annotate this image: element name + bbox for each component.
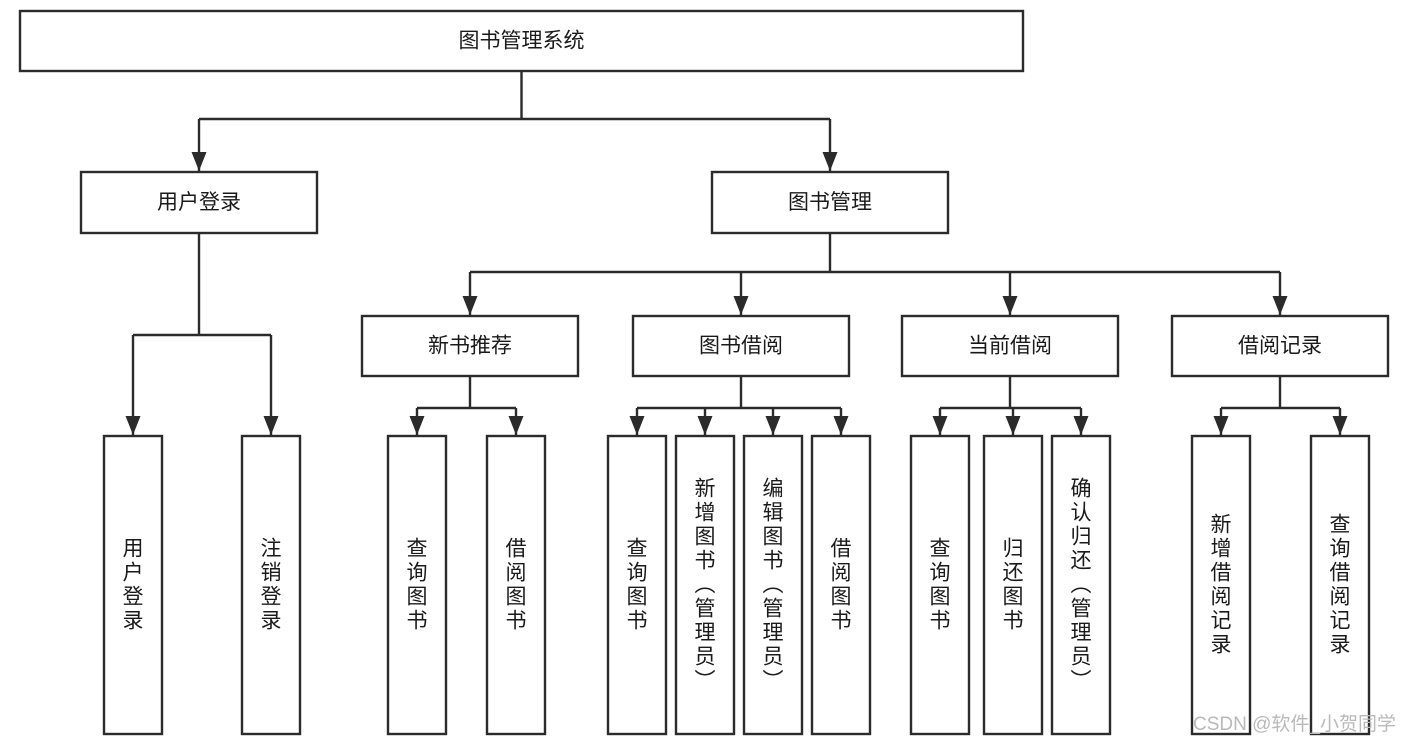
- watermark-label: CSDN @软件_小贺同学: [1193, 713, 1396, 735]
- node-label-leaf-return-book: 归还图书: [1003, 538, 1024, 633]
- node-leaf-query-book-2[interactable]: 查询图书: [606, 434, 668, 736]
- node-label-user-login: 用户登录: [157, 191, 241, 214]
- arrow-to-leaf-query-book-1: [409, 416, 425, 435]
- node-leaf-borrow-book-2[interactable]: 借阅图书: [810, 434, 872, 736]
- node-label-leaf-add-record: 新增借阅记录: [1211, 514, 1232, 657]
- node-current-borrow[interactable]: 当前借阅: [900, 314, 1120, 378]
- node-label-leaf-edit-book: 编辑图书︵管理员︶: [763, 478, 784, 693]
- node-label-book-borrow: 图书借阅: [699, 335, 783, 358]
- node-leaf-add-record[interactable]: 新增借阅记录: [1190, 434, 1252, 736]
- node-box-book-borrow[interactable]: [631, 314, 851, 378]
- arrow-to-leaf-query-record: [1332, 416, 1348, 435]
- node-box-new-book-rec[interactable]: [360, 314, 580, 378]
- node-box-leaf-query-book-2[interactable]: [606, 434, 668, 736]
- node-box-current-borrow[interactable]: [900, 314, 1120, 378]
- node-leaf-query-record[interactable]: 查询借阅记录: [1309, 434, 1371, 736]
- node-box-book-manage[interactable]: [710, 170, 950, 235]
- node-label-borrow-record: 借阅记录: [1238, 335, 1322, 358]
- arrow-to-leaf-query-book-2: [629, 416, 645, 435]
- node-new-book-rec[interactable]: 新书推荐: [360, 314, 580, 378]
- node-book-borrow[interactable]: 图书借阅: [631, 314, 851, 378]
- connector-links: [125, 71, 1348, 435]
- node-box-leaf-borrow-book-2[interactable]: [810, 434, 872, 736]
- node-box-leaf-query-record[interactable]: [1309, 434, 1371, 736]
- node-box-leaf-borrow-book-1[interactable]: [485, 434, 547, 736]
- node-label-leaf-query-book-1: 查询图书: [407, 538, 428, 633]
- node-label-root: 图书管理系统: [459, 30, 585, 53]
- node-label-leaf-confirm-return: 确认归还︵管理员︶: [1071, 478, 1092, 693]
- node-label-leaf-query-book-3: 查询图书: [930, 538, 951, 633]
- arrow-to-leaf-borrow-book-2: [833, 416, 849, 435]
- arrow-to-leaf-return-book: [1005, 416, 1021, 435]
- node-leaf-user-logout[interactable]: 注销登录: [240, 434, 302, 736]
- node-user-login[interactable]: 用户登录: [79, 170, 319, 235]
- node-label-new-book-rec: 新书推荐: [428, 335, 512, 358]
- node-book-manage[interactable]: 图书管理: [710, 170, 950, 235]
- node-leaf-borrow-book-1[interactable]: 借阅图书: [485, 434, 547, 736]
- node-box-leaf-user-logout[interactable]: [240, 434, 302, 736]
- node-box-leaf-edit-book[interactable]: [742, 434, 804, 736]
- node-label-book-manage: 图书管理: [788, 191, 872, 214]
- node-box-root[interactable]: [18, 9, 1025, 73]
- arrow-to-leaf-user-logout: [263, 416, 279, 435]
- arrow-to-leaf-user-login: [125, 416, 141, 435]
- arrow-to-book-borrow: [733, 296, 749, 315]
- arrow-to-new-book-rec: [462, 296, 478, 315]
- node-leaf-query-book-3[interactable]: 查询图书: [909, 434, 971, 736]
- node-boxes: 图书管理系统用户登录图书管理新书推荐图书借阅当前借阅借阅记录用户登录注销登录查询…: [18, 9, 1390, 736]
- node-box-leaf-user-login[interactable]: [102, 434, 164, 736]
- node-label-leaf-user-logout: 注销登录: [261, 538, 282, 633]
- node-label-leaf-borrow-book-2: 借阅图书: [831, 538, 852, 633]
- node-box-leaf-add-book[interactable]: [674, 434, 736, 736]
- node-leaf-confirm-return[interactable]: 确认归还︵管理员︶: [1050, 434, 1112, 736]
- node-box-leaf-add-record[interactable]: [1190, 434, 1252, 736]
- arrow-to-leaf-query-book-3: [932, 416, 948, 435]
- node-leaf-add-book[interactable]: 新增图书︵管理员︶: [674, 434, 736, 736]
- node-leaf-query-book-1[interactable]: 查询图书: [386, 434, 448, 736]
- node-box-borrow-record[interactable]: [1170, 314, 1390, 378]
- node-leaf-return-book[interactable]: 归还图书: [982, 434, 1044, 736]
- node-label-leaf-borrow-book-1: 借阅图书: [506, 538, 527, 633]
- node-label-leaf-query-record: 查询借阅记录: [1330, 514, 1351, 657]
- node-box-leaf-query-book-1[interactable]: [386, 434, 448, 736]
- node-label-leaf-user-login: 用户登录: [123, 538, 144, 633]
- arrow-to-leaf-add-book: [697, 416, 713, 435]
- arrow-to-leaf-confirm-return: [1073, 416, 1089, 435]
- node-box-leaf-confirm-return[interactable]: [1050, 434, 1112, 736]
- node-box-user-login[interactable]: [79, 170, 319, 235]
- node-label-leaf-query-book-2: 查询图书: [627, 538, 648, 633]
- node-box-leaf-return-book[interactable]: [982, 434, 1044, 736]
- node-label-current-borrow: 当前借阅: [968, 335, 1052, 358]
- node-borrow-record[interactable]: 借阅记录: [1170, 314, 1390, 378]
- node-leaf-user-login[interactable]: 用户登录: [102, 434, 164, 736]
- node-leaf-edit-book[interactable]: 编辑图书︵管理员︶: [742, 434, 804, 736]
- arrow-to-book-manage: [822, 152, 838, 171]
- arrow-to-leaf-add-record: [1213, 416, 1229, 435]
- arrow-to-leaf-edit-book: [765, 416, 781, 435]
- node-root[interactable]: 图书管理系统: [18, 9, 1025, 73]
- arrow-to-user-login: [191, 152, 207, 171]
- node-label-leaf-add-book: 新增图书︵管理员︶: [695, 478, 716, 693]
- node-box-leaf-query-book-3[interactable]: [909, 434, 971, 736]
- arrow-to-borrow-record: [1272, 296, 1288, 315]
- arrow-to-leaf-borrow-book-1: [508, 416, 524, 435]
- arrow-to-current-borrow: [1002, 296, 1018, 315]
